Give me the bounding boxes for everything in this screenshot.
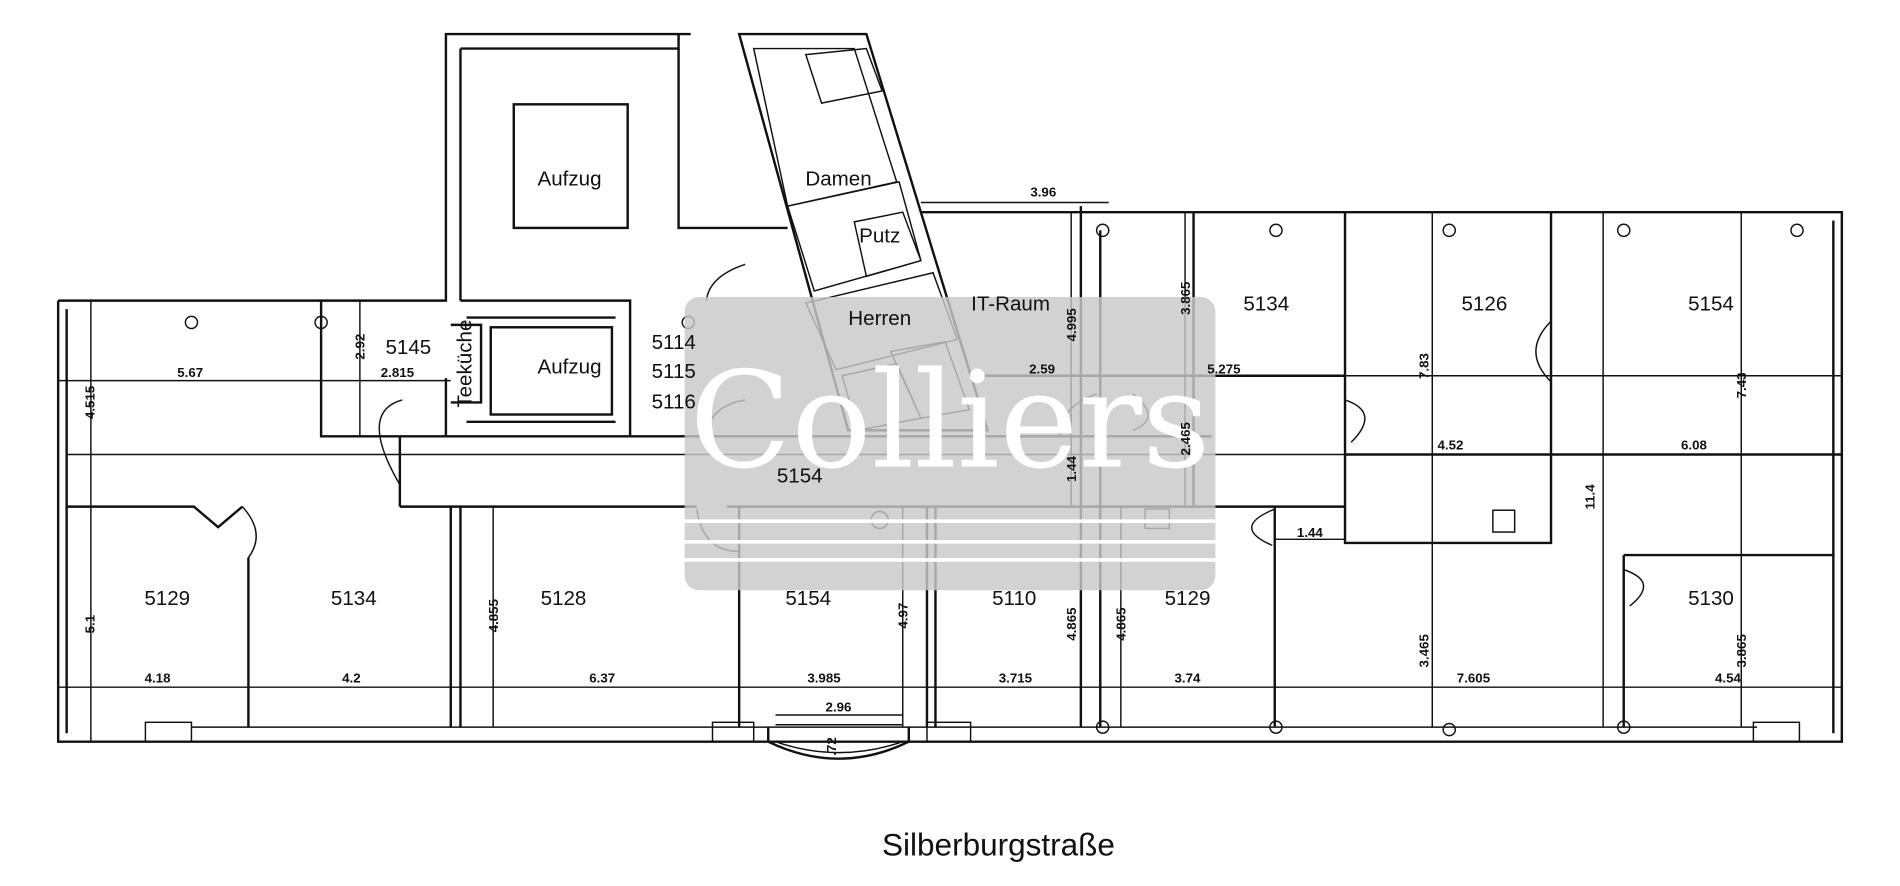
dimension-label: 1.44 <box>1297 525 1324 540</box>
dimension-label: 4.52 <box>1437 438 1463 453</box>
dimension-label: 4.865 <box>1064 607 1079 641</box>
dimension-label: 3.74 <box>1175 670 1202 685</box>
dimension-label: 1.44 <box>1064 456 1079 483</box>
dimension-label: 4.54 <box>1715 670 1742 685</box>
watermark: Colliers <box>684 296 1216 591</box>
room-label: Damen <box>805 168 871 191</box>
dimension-label: 2.465 <box>1178 422 1193 456</box>
room-label: 5110 <box>992 587 1036 610</box>
room-label: 5145 <box>385 336 431 359</box>
room-label: 5154 <box>1688 292 1734 315</box>
dimension-label: 4.865 <box>1114 607 1129 641</box>
dimension-label: 4.995 <box>1064 308 1079 342</box>
room-label: 5129 <box>144 587 190 610</box>
dimension-labels: 3.96 5.67 2.815 2.92 4.515 4.995 3.865 2… <box>83 184 1750 755</box>
dimension-label: 5.275 <box>1207 361 1241 376</box>
room-label: 5154 <box>785 587 831 610</box>
street-name: Silberburgstraße <box>882 827 1115 863</box>
dimension-label: 2.59 <box>1029 361 1055 376</box>
walls <box>56 32 1844 760</box>
room-label: 5130 <box>1688 587 1734 610</box>
dimension-label: 7.605 <box>1457 670 1491 685</box>
dimension-label: 2.96 <box>826 699 852 714</box>
room-label: Herren <box>848 307 911 330</box>
room-label: 5134 <box>331 587 377 610</box>
room-label: 5114 <box>652 331 696 354</box>
room-label: 5115 <box>652 360 696 383</box>
room-label: IT-Raum <box>971 292 1050 315</box>
room-label: Aufzug <box>537 168 601 191</box>
dimension-label: 6.37 <box>589 670 615 685</box>
room-label: 5154 <box>777 464 823 487</box>
dimension-label: 5.1 <box>83 614 98 633</box>
dimension-label: 7.83 <box>1417 353 1432 379</box>
dimension-label: 3.865 <box>1734 634 1749 668</box>
dimension-label: 4.855 <box>486 598 501 632</box>
dimension-label: 4.18 <box>145 670 171 685</box>
dimension-label: .72 <box>824 737 839 756</box>
dimension-label: 7.43 <box>1734 372 1749 398</box>
dimension-label: 3.465 <box>1417 634 1432 668</box>
room-label: 5129 <box>1165 587 1211 610</box>
dimension-label: 11.4 <box>1583 484 1598 510</box>
dimension-label: 3.96 <box>1030 184 1056 199</box>
dimension-label: 5.67 <box>177 365 203 380</box>
dimension-label: 4.515 <box>83 385 98 419</box>
dimension-label: 6.08 <box>1681 438 1707 453</box>
dimension-label: 2.92 <box>353 334 368 360</box>
room-label: Teeküche <box>453 320 476 408</box>
dimension-label: 2.815 <box>381 365 415 380</box>
room-label: 5128 <box>541 587 587 610</box>
dimension-label: 3.715 <box>999 670 1033 685</box>
dimension-label: 3.985 <box>807 670 841 685</box>
room-label: 5116 <box>652 390 696 413</box>
watermark-logo-text: Colliers <box>689 344 1210 499</box>
dimension-label: 4.2 <box>342 670 361 685</box>
room-label: 5126 <box>1461 292 1507 315</box>
room-label: 5134 <box>1243 292 1289 315</box>
dimension-label: 4.97 <box>896 603 911 629</box>
room-labels: Aufzug Damen Putz IT-Raum Herren 5134 51… <box>144 168 1734 610</box>
room-label: Aufzug <box>537 355 601 378</box>
room-label: Putz <box>859 224 900 247</box>
dimension-label: 3.865 <box>1178 281 1193 315</box>
